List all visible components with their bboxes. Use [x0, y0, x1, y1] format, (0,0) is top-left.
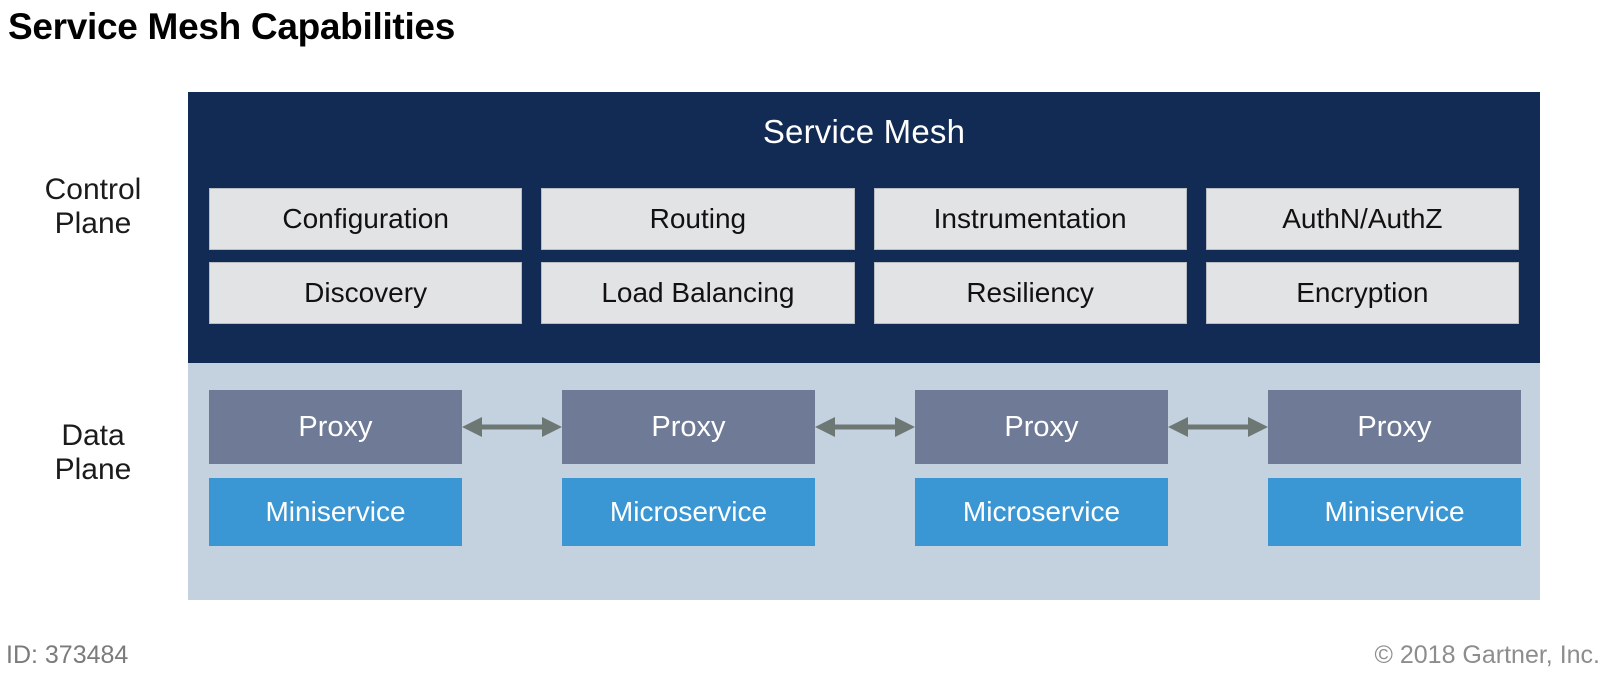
control-plane-label-line2: Plane: [54, 206, 132, 240]
double-headed-arrow-icon: [1168, 414, 1268, 440]
control-plane-label: Control Plane: [0, 173, 186, 240]
service-column-2: Proxy Microservice: [562, 390, 815, 546]
proxy-box-2[interactable]: Proxy: [562, 390, 815, 464]
proxy-box-1[interactable]: Proxy: [209, 390, 462, 464]
data-plane-panel: Proxy Miniservice Proxy Microservice: [188, 363, 1540, 600]
connector-1: [462, 390, 562, 464]
data-plane-label-line2: Plane: [54, 452, 132, 486]
control-plane-panel: Service Mesh Configuration Routing Instr…: [188, 92, 1540, 363]
service-box-1[interactable]: Miniservice: [209, 478, 462, 546]
capability-routing[interactable]: Routing: [541, 188, 855, 250]
service-column-1: Proxy Miniservice: [209, 390, 462, 546]
capability-encryption[interactable]: Encryption: [1205, 262, 1519, 324]
page-title: Service Mesh Capabilities: [8, 6, 455, 47]
service-box-4[interactable]: Miniservice: [1268, 478, 1521, 546]
data-plane-columns: Proxy Miniservice Proxy Microservice: [209, 390, 1521, 546]
capability-row-2: Discovery Load Balancing Resiliency Encr…: [209, 262, 1519, 324]
service-column-4: Proxy Miniservice: [1268, 390, 1521, 546]
double-headed-arrow-icon: [462, 414, 562, 440]
capability-instrumentation[interactable]: Instrumentation: [873, 188, 1187, 250]
service-mesh-header: Service Mesh: [762, 113, 966, 150]
capability-load-balancing[interactable]: Load Balancing: [541, 262, 855, 324]
capability-authn-authz[interactable]: AuthN/AuthZ: [1205, 188, 1519, 250]
capability-row-1: Configuration Routing Instrumentation Au…: [209, 188, 1519, 250]
figure-id: ID: 373484: [6, 641, 129, 669]
proxy-box-4[interactable]: Proxy: [1268, 390, 1521, 464]
proxy-box-3[interactable]: Proxy: [915, 390, 1168, 464]
control-plane-label-line1: Control: [44, 173, 142, 206]
double-headed-arrow-icon: [815, 414, 915, 440]
connector-3: [1168, 390, 1268, 464]
service-mesh-diagram: Service Mesh Configuration Routing Instr…: [188, 92, 1540, 600]
data-plane-label: Data Plane: [0, 419, 186, 486]
copyright-notice: © 2018 Gartner, Inc.: [1374, 641, 1601, 669]
capability-discovery[interactable]: Discovery: [209, 262, 523, 324]
service-column-3: Proxy Microservice: [915, 390, 1168, 546]
connector-2: [815, 390, 915, 464]
data-plane-label-line1: Data: [61, 419, 125, 452]
capability-configuration[interactable]: Configuration: [209, 188, 523, 250]
capability-resiliency[interactable]: Resiliency: [873, 262, 1187, 324]
capability-grid: Configuration Routing Instrumentation Au…: [209, 188, 1519, 324]
service-box-2[interactable]: Microservice: [562, 478, 815, 546]
service-box-3[interactable]: Microservice: [915, 478, 1168, 546]
